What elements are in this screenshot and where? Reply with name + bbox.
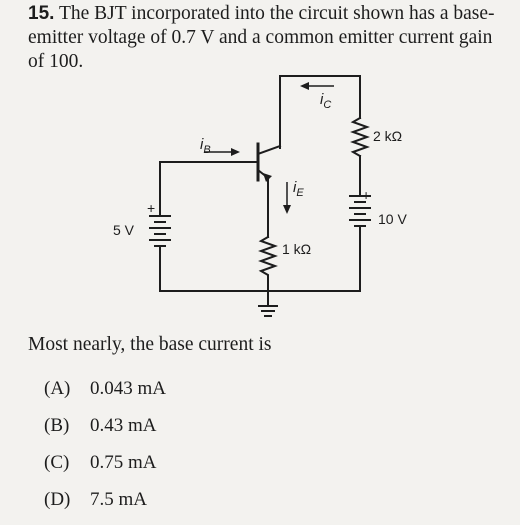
collector-voltage-label: 10 V (378, 211, 407, 227)
bjt-circuit-diagram: iC iB iE 2 kΩ 1 kΩ 5 V 10 V + + (113, 75, 407, 317)
ic-label: iC (320, 91, 331, 111)
ib-label: iB (200, 136, 211, 156)
option-b-letter: (B) (44, 415, 70, 436)
transistor-collector-lead (256, 144, 282, 156)
emitter-arrowhead (263, 173, 272, 182)
emitter-resistor (258, 235, 278, 292)
bottom-wire (159, 245, 269, 292)
option-a-value: 0.043 mA (90, 378, 166, 399)
answer-options: (A) 0.043 mA (B) 0.43 mA (C) 0.75 mA (D) 7.5… (44, 377, 166, 525)
problem-number: 15. (28, 3, 55, 24)
option-d[interactable]: (D) 7.5 mA (44, 488, 166, 525)
collector-wire (279, 75, 361, 149)
option-c[interactable]: (C) 0.75 mA (44, 451, 166, 488)
problem-statement: 15. The BJT incorporated into the circui… (28, 2, 513, 74)
question-text: Most nearly, the base current is (28, 334, 272, 355)
bottom-right-wire (267, 225, 361, 292)
battery-5v-plus: + (147, 200, 155, 216)
option-d-value: 7.5 mA (90, 489, 147, 510)
base-voltage-label: 5 V (113, 222, 135, 238)
ie-label: iE (293, 179, 304, 199)
option-c-letter: (C) (44, 452, 70, 473)
option-a[interactable]: (A) 0.043 mA (44, 377, 166, 414)
collector-resistor-label: 2 kΩ (373, 128, 402, 144)
option-b-value: 0.43 mA (90, 415, 157, 436)
option-b[interactable]: (B) 0.43 mA (44, 414, 166, 451)
option-d-letter: (D) (44, 489, 71, 510)
collector-resistor (350, 116, 370, 158)
option-c-value: 0.75 mA (90, 452, 157, 473)
battery-10v-plus: + (362, 187, 370, 203)
ib-arrow-head (231, 148, 240, 156)
base-wire (159, 161, 259, 217)
ic-arrow-head (300, 82, 309, 90)
problem-text: The BJT incorporated into the circuit sh… (28, 3, 495, 72)
option-a-letter: (A) (44, 378, 71, 399)
emitter-resistor-label: 1 kΩ (282, 241, 311, 257)
ie-arrow-head (283, 205, 291, 214)
